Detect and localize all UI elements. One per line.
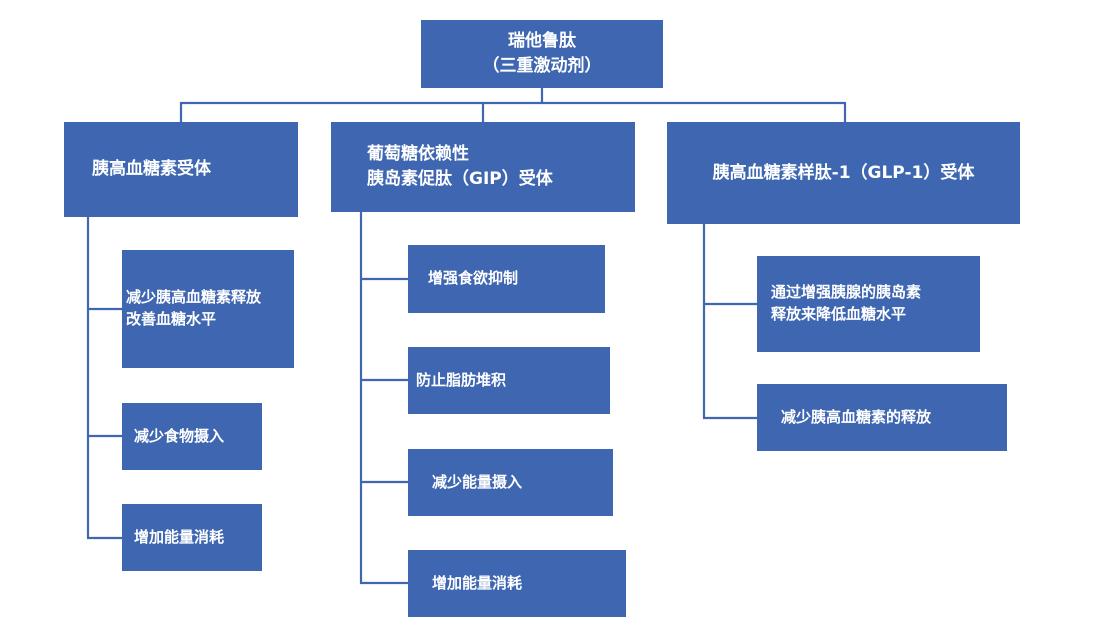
effect-text: 减少食物摄入 [134, 426, 225, 445]
effect-node: 减少胰高血糖素释放 改善血糖水平 [122, 250, 294, 368]
effect-node: 通过增强胰腺的胰岛素 释放来降低血糖水平 [757, 256, 980, 352]
receptor-title: 胰高血糖素样肽-1（GLP-1）受体 [712, 162, 975, 183]
effect-node: 防止脂肪堆积 [408, 347, 610, 414]
receptor-node-glucagon: 胰高血糖素受体 [64, 122, 298, 217]
effect-text: 减少胰高血糖素的释放 [781, 407, 932, 426]
effect-text-line-1: 减少胰高血糖素释放 [126, 288, 262, 307]
effect-text: 防止脂肪堆积 [416, 370, 507, 389]
effect-text-line-2: 改善血糖水平 [126, 310, 217, 328]
effect-text-line-1: 通过增强胰腺的胰岛素 [771, 283, 922, 302]
receptor-node-glp1: 胰高血糖素样肽-1（GLP-1）受体 [667, 122, 1020, 224]
root-title: 瑞他鲁肽 [508, 31, 576, 52]
effect-node: 减少能量摄入 [408, 449, 613, 516]
root-subtitle: （三重激动剂） [482, 56, 602, 76]
effect-text: 减少能量摄入 [432, 472, 523, 491]
effect-node: 增加能量消耗 [408, 550, 626, 617]
receptor-title-line-2: 胰岛素促肽（GIP）受体 [367, 169, 553, 189]
root-node-retatrutide: 瑞他鲁肽 （三重激动剂） [421, 20, 663, 88]
receptor-title-line-1: 葡萄糖依赖性 [367, 144, 469, 165]
effect-text: 增加能量消耗 [432, 573, 523, 592]
receptor-node-gip: 葡萄糖依赖性 胰岛素促肽（GIP）受体 [331, 122, 635, 212]
receptor-title: 胰高血糖素受体 [92, 159, 211, 180]
effect-text: 增强食欲抑制 [428, 269, 519, 288]
effect-node: 减少食物摄入 [122, 403, 262, 470]
effect-node: 增强食欲抑制 [408, 245, 605, 313]
effect-text-line-2: 释放来降低血糖水平 [771, 305, 907, 323]
effect-node: 增加能量消耗 [122, 504, 262, 571]
effect-node: 减少胰高血糖素的释放 [757, 384, 1007, 451]
effect-text: 增加能量消耗 [134, 527, 225, 546]
